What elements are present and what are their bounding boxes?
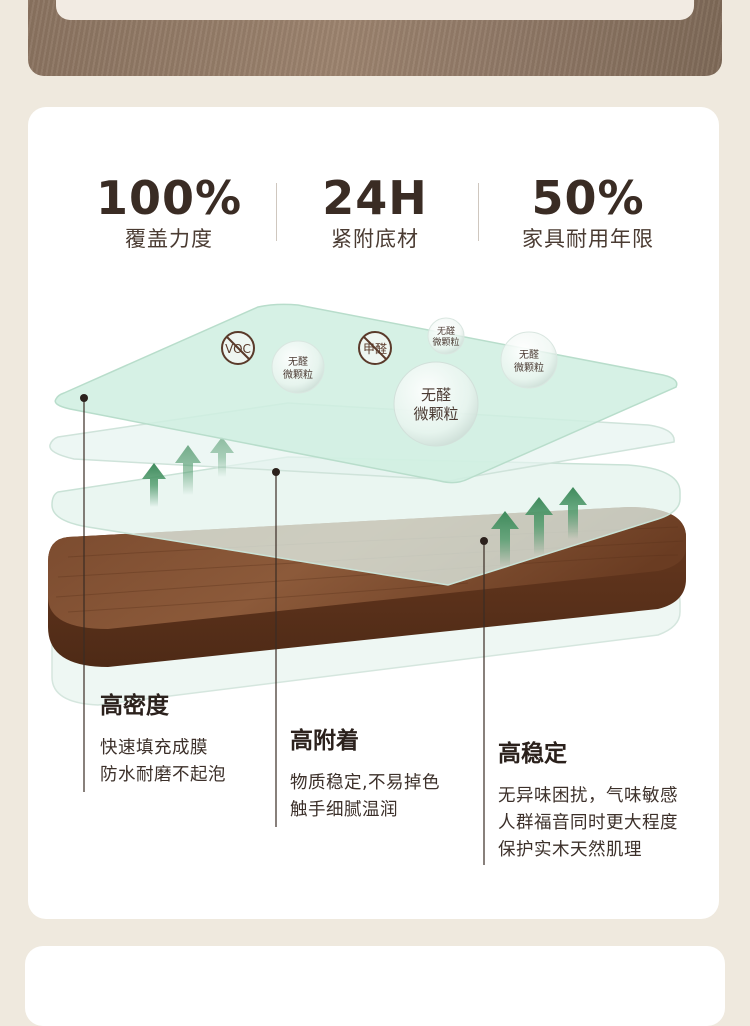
stat-divider	[478, 183, 479, 241]
stat-divider	[276, 183, 277, 241]
feature-title: 高稳定	[498, 741, 567, 767]
feature-title: 高密度	[100, 693, 169, 719]
stat-label: 家具耐用年限	[522, 227, 654, 251]
stat-value: 24H	[322, 171, 428, 225]
stat-label: 覆盖力度	[125, 227, 213, 251]
bubble-icon-large: 无醛 微颗粒	[393, 361, 479, 447]
stat-value: 50%	[531, 171, 645, 225]
middle-glass-layer	[51, 456, 681, 586]
bubble-icon-tiny: 无醛 微颗粒	[427, 317, 465, 355]
top-wood-strip	[28, 0, 722, 76]
voc-badge-icon: VOC	[221, 331, 255, 365]
feature-card: 100% 覆盖力度 24H 紧附底材 50% 家具耐用年限	[28, 107, 719, 919]
voc-label: VOC	[225, 342, 251, 356]
feature-high-density: 高密度 快速填充成膜 防水耐磨不起泡	[100, 691, 226, 789]
upward-arrows	[142, 437, 587, 567]
feature-description: 物质稳定,不易掉色 触手细腻温润	[290, 773, 441, 820]
svg-text:无醛: 无醛	[437, 325, 455, 337]
formaldehyde-label: 甲醛	[363, 341, 387, 356]
stat-durability: 50% 家具耐用年限	[508, 173, 668, 253]
stat-value: 100%	[95, 171, 243, 225]
stat-label: 紧附底材	[331, 227, 419, 251]
feature-description: 无异味困扰，气味敏感 人群福音同时更大程度 保护实木天然肌理	[498, 786, 678, 860]
feature-description: 快速填充成膜 防水耐磨不起泡	[100, 738, 226, 785]
stat-adhesion: 24H 紧附底材	[310, 173, 440, 253]
svg-text:无醛: 无醛	[421, 386, 451, 404]
feature-high-adhesion: 高附着 物质稳定,不易掉色 触手细腻温润	[290, 726, 440, 824]
stat-coverage: 100% 覆盖力度	[94, 173, 244, 253]
bubble-icon-small-2: 无醛 微颗粒	[500, 331, 558, 389]
formaldehyde-badge-icon: 甲醛	[358, 331, 392, 365]
next-section-card	[25, 946, 725, 1026]
bubble-icon-small-1: 无醛 微颗粒	[271, 340, 325, 394]
svg-text:无醛: 无醛	[288, 355, 308, 368]
leader-dots	[80, 394, 488, 545]
svg-text:无醛: 无醛	[519, 348, 539, 361]
feature-title: 高附着	[290, 728, 359, 754]
svg-text:微颗粒: 微颗粒	[283, 368, 313, 381]
top-pale-card	[56, 0, 694, 20]
feature-high-stability: 高稳定 无异味困扰，气味敏感 人群福音同时更大程度 保护实木天然肌理	[498, 739, 678, 864]
leader-lines	[83, 398, 485, 865]
svg-text:微颗粒: 微颗粒	[413, 405, 458, 423]
layer-illustration: VOC 甲醛 无醛 微颗粒 无醛 微颗粒 无醛 微颗粒 无醛 微颗粒	[48, 303, 686, 865]
svg-text:微颗粒: 微颗粒	[514, 361, 544, 374]
svg-text:微颗粒: 微颗粒	[432, 336, 459, 348]
